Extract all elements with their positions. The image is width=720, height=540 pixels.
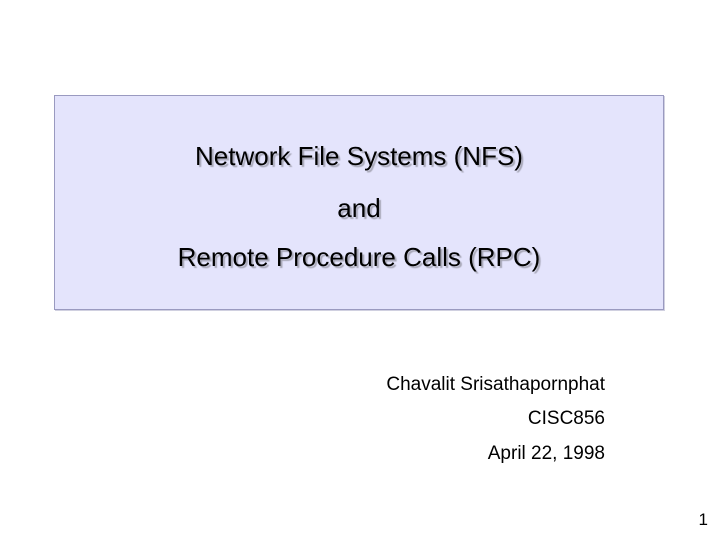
title-box: Network File Systems (NFS) and Remote Pr… xyxy=(54,95,664,310)
title-line-3: Remote Procedure Calls (RPC) xyxy=(177,242,541,272)
course-code: CISC856 xyxy=(527,408,605,429)
presentation-date: April 22, 1998 xyxy=(487,443,605,464)
title-line-2: and xyxy=(337,193,381,223)
page-number: 1 xyxy=(698,510,708,529)
author-name: Chavalit Srisathapornphat xyxy=(386,374,605,395)
title-line-1: Network File Systems (NFS) xyxy=(195,141,523,171)
